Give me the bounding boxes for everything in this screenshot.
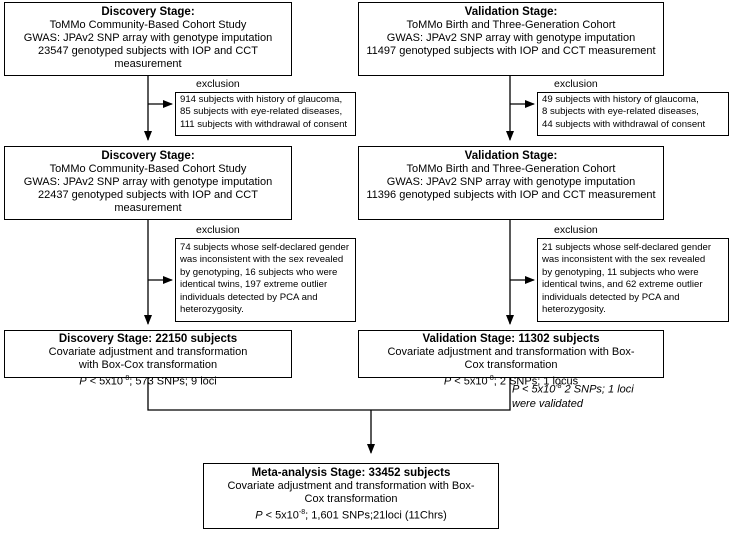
exclusion-line: 85 subjects with eye-related diseases, xyxy=(180,106,343,118)
exclusion-line: was inconsistent with the sex revealed xyxy=(180,254,344,266)
validation-stage-line: 11497 genotyped subjects with IOP and CC… xyxy=(366,45,656,57)
meta-analysis-line: Cox transformation xyxy=(304,493,398,505)
validated-note-line-1: P < 5x10-8 2 SNPs; 1 loci xyxy=(512,383,634,396)
validation-stage-box-3: Validation Stage: 11302 subjects Covaria… xyxy=(358,330,664,388)
validation-stage-line: GWAS: JPAv2 SNP array with genotype impu… xyxy=(386,32,636,44)
validation-stage-line: ToMMo Birth and Three-Generation Cohort xyxy=(406,19,616,31)
validation-p-value: P < 5x10-8; 2 SNPs; 1 locus xyxy=(443,375,579,388)
validation-stage-line: GWAS: JPAv2 SNP array with genotype impu… xyxy=(386,176,636,188)
validation-stage-line: Cox transformation xyxy=(464,359,558,371)
exclusion-line: 74 subjects whose self-declared gender xyxy=(180,242,350,253)
meta-analysis-box: Meta-analysis Stage: 33452 subjects Cova… xyxy=(203,463,499,529)
validation-stage-title-3: Validation Stage: 11302 subjects xyxy=(422,333,600,345)
discovery-stage-box-1: Discovery Stage: ToMMo Community-Based C… xyxy=(4,2,292,76)
validation-stage-line: 11396 genotyped subjects with IOP and CC… xyxy=(366,189,656,201)
exclusion-line: 914 subjects with history of glaucoma, xyxy=(180,94,343,105)
validation-exclusion-box-1: 49 subjects with history of glaucoma, 8 … xyxy=(537,92,729,136)
validation-stage-line: Covariate adjustment and transformation … xyxy=(387,346,635,358)
exclusion-line: by genotyping, 16 subjects who were xyxy=(180,266,338,278)
discovery-stage-box-2: Discovery Stage: ToMMo Community-Based C… xyxy=(4,146,292,220)
exclusion-line: heterozygosity. xyxy=(542,304,606,316)
validation-stage-line: ToMMo Birth and Three-Generation Cohort xyxy=(406,163,616,175)
discovery-stage-line: ToMMo Community-Based Cohort Study xyxy=(49,163,247,175)
exclusion-label: exclusion xyxy=(196,78,240,90)
exclusion-line: identical twins, 197 extreme outlier xyxy=(180,279,328,291)
exclusion-line: 8 subjects with eye-related diseases, xyxy=(542,106,699,118)
exclusion-label: exclusion xyxy=(554,78,598,90)
exclusion-line: 21 subjects whose self-declared gender xyxy=(542,242,712,253)
discovery-stage-line: with Box-Cox transformation xyxy=(78,359,218,371)
validation-exclusion-box-2: 21 subjects whose self-declared gender w… xyxy=(537,238,729,322)
discovery-p-value: P < 5x10-8; 573 SNPs; 9 loci xyxy=(79,375,217,388)
discovery-stage-box-3: Discovery Stage: 22150 subjects Covariat… xyxy=(4,330,292,388)
exclusion-label: exclusion xyxy=(554,224,598,236)
discovery-exclusion-box-2: 74 subjects whose self-declared gender w… xyxy=(175,238,356,322)
discovery-stage-title-2: Discovery Stage: xyxy=(101,150,195,162)
discovery-stage-title-3: Discovery Stage: 22150 subjects xyxy=(58,333,238,345)
discovery-stage-line: GWAS: JPAv2 SNP array with genotype impu… xyxy=(23,32,273,44)
exclusion-line: 44 subjects with withdrawal of consent xyxy=(542,118,706,130)
exclusion-line: by genotyping, 11 subjects who were xyxy=(542,266,699,278)
exclusion-line: was inconsistent with the sex revealed xyxy=(542,254,706,266)
meta-analysis-line: Covariate adjustment and transformation … xyxy=(227,480,475,492)
validation-stage-box-2: Validation Stage: ToMMo Birth and Three-… xyxy=(358,146,664,220)
exclusion-label: exclusion xyxy=(196,224,240,236)
discovery-stage-title-1: Discovery Stage: xyxy=(101,6,195,18)
validated-note-line-2: were validated xyxy=(512,397,583,410)
discovery-stage-line: Covariate adjustment and transformation xyxy=(48,346,248,358)
exclusion-line: heterozygosity. xyxy=(180,304,244,316)
exclusion-line: individuals detected by PCA and xyxy=(180,291,318,303)
discovery-stage-line: 23547 genotyped subjects with IOP and CC… xyxy=(38,45,258,70)
discovery-stage-line: 22437 genotyped subjects with IOP and CC… xyxy=(38,189,258,214)
exclusion-line: identical twins, and 62 extreme outlier xyxy=(542,279,703,291)
discovery-exclusion-box-1: 914 subjects with history of glaucoma, 8… xyxy=(175,92,356,136)
meta-p-value: P < 5x10-8; 1,601 SNPs;21loci (11Chrs) xyxy=(255,509,447,522)
discovery-stage-line: ToMMo Community-Based Cohort Study xyxy=(49,19,247,31)
exclusion-line: 49 subjects with history of glaucoma, xyxy=(542,94,699,105)
meta-analysis-title: Meta-analysis Stage: 33452 subjects xyxy=(251,467,451,479)
discovery-stage-line: GWAS: JPAv2 SNP array with genotype impu… xyxy=(23,176,273,188)
exclusion-line: individuals detected by PCA and xyxy=(542,291,680,303)
validation-stage-title-1: Validation Stage: xyxy=(464,6,558,18)
merge-connector xyxy=(147,378,511,411)
validated-note: P < 5x10-8 2 SNPs; 1 loci were validated xyxy=(512,380,634,411)
validation-stage-title-2: Validation Stage: xyxy=(464,150,558,162)
exclusion-line: 111 subjects with withdrawal of consent xyxy=(180,118,348,130)
validation-stage-box-1: Validation Stage: ToMMo Birth and Three-… xyxy=(358,2,664,76)
